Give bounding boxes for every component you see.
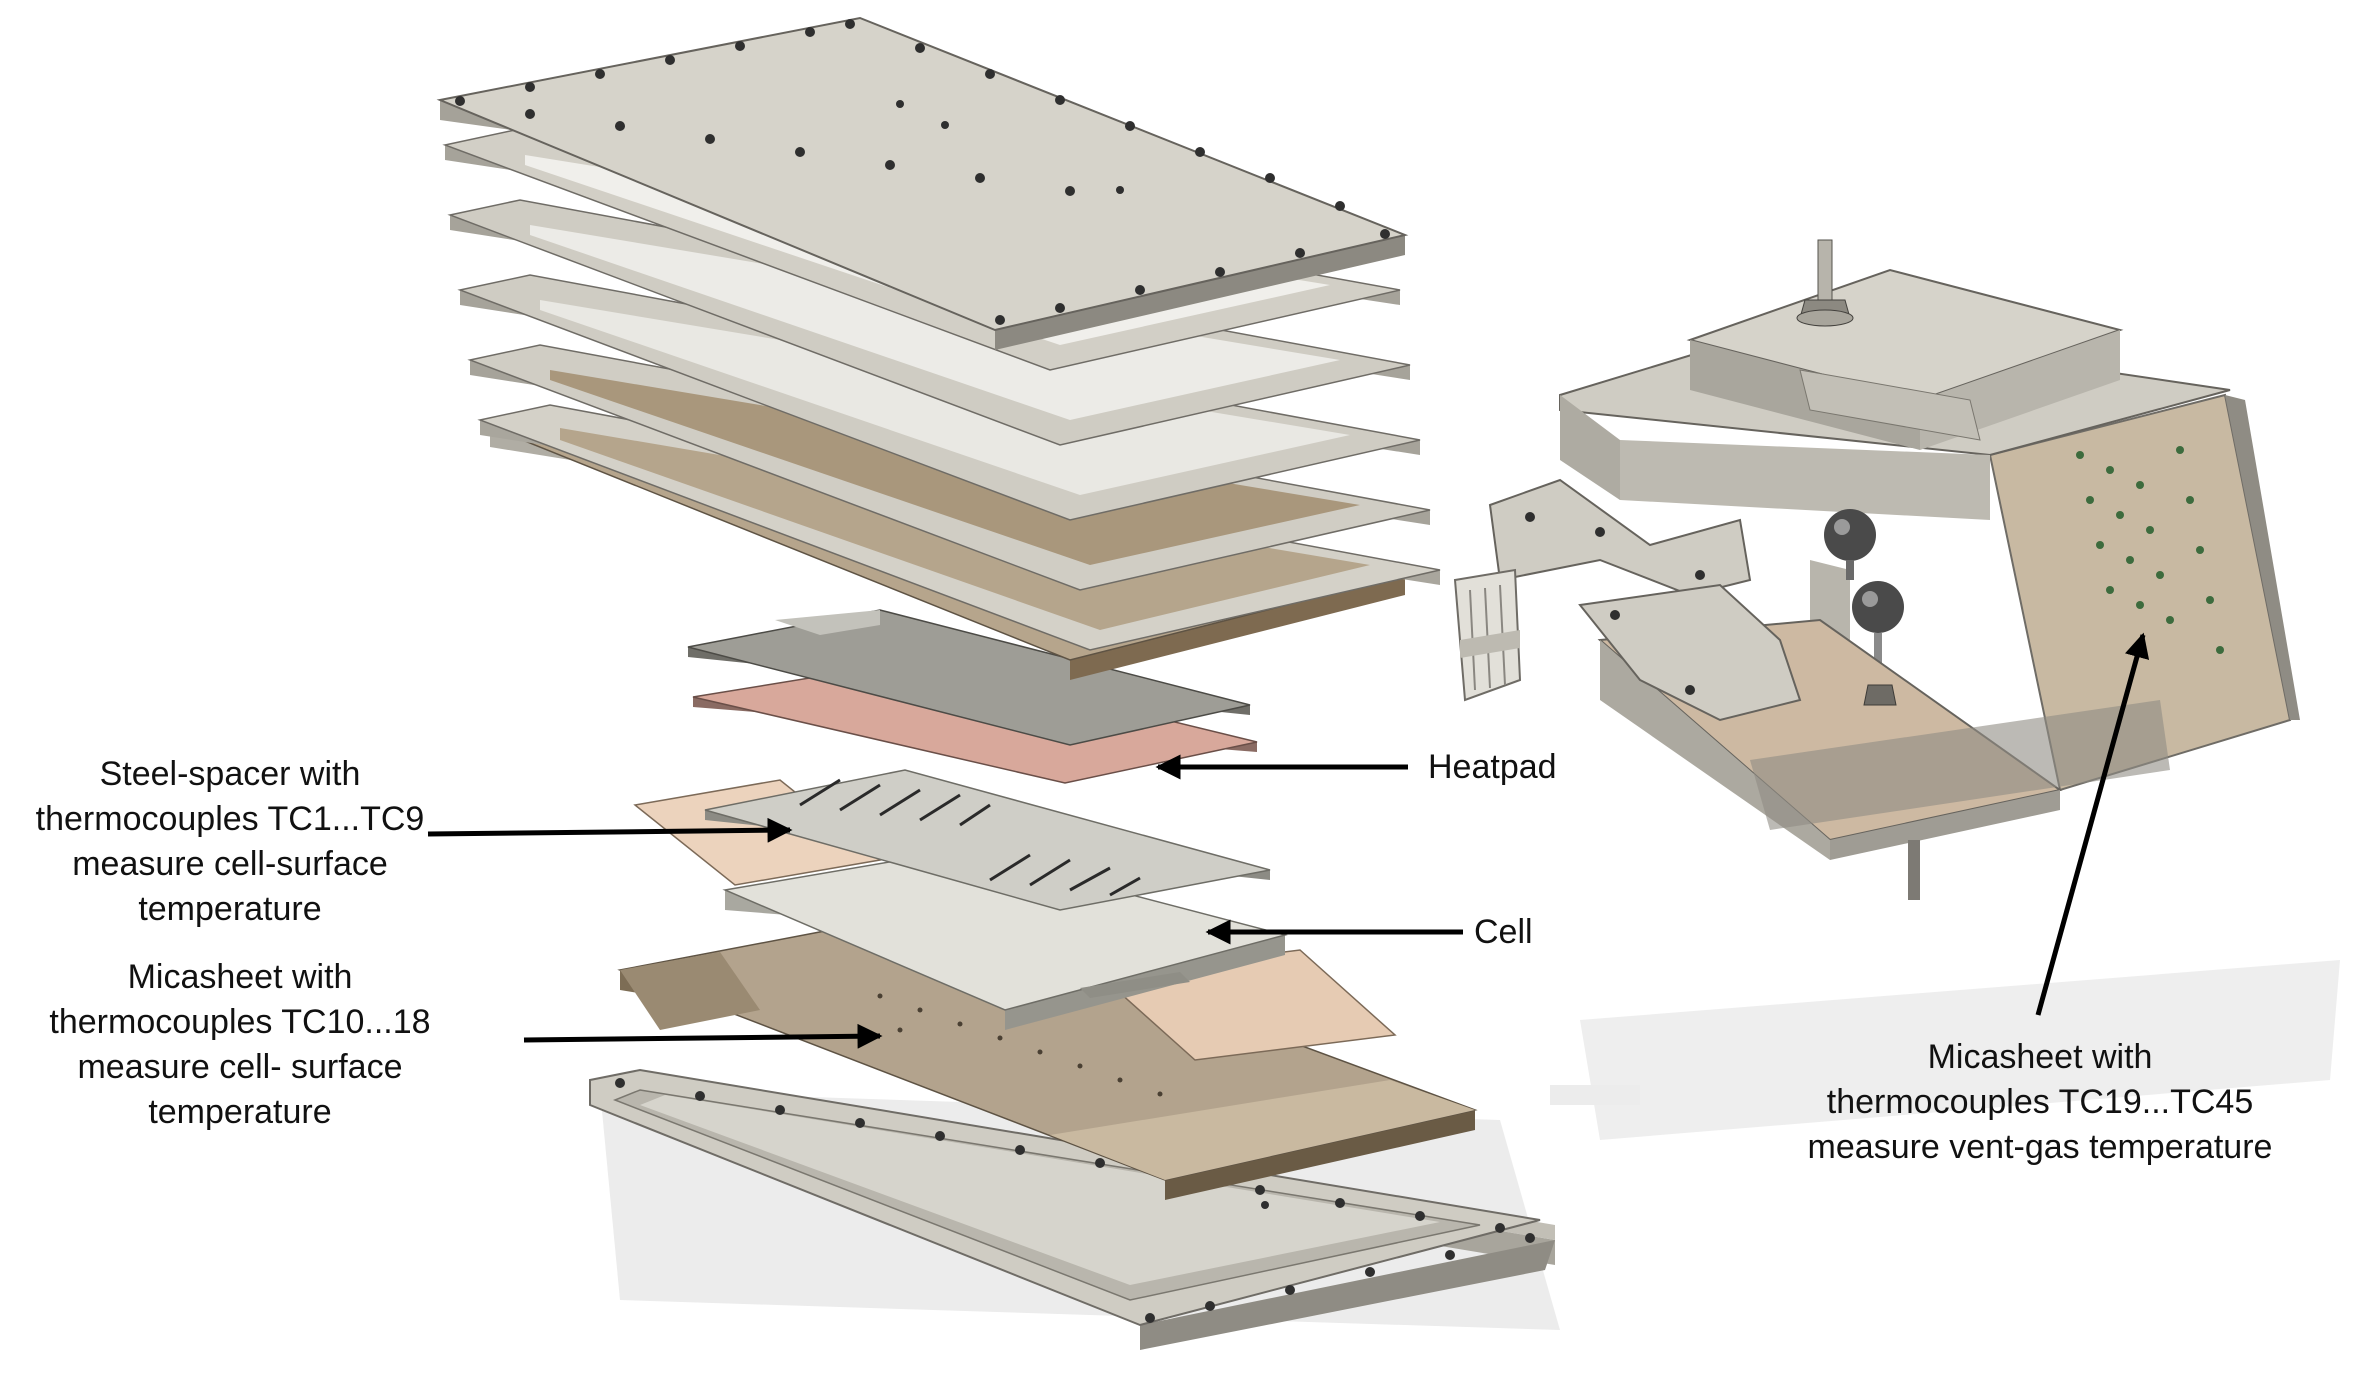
micasheet-vent-line-2: thermocouples TC19...TC45 — [1826, 1083, 2254, 1121]
lid-holes — [455, 19, 1390, 325]
cell-label: Cell — [1474, 910, 1533, 955]
vent-gas-hood — [1453, 239, 2300, 900]
steel-spacer-line-2: thermocouples TC1...TC9 — [35, 800, 425, 838]
micasheet-cell-label: Micasheet with thermocouples TC10...18 m… — [20, 955, 460, 1135]
micasheet-cell-line-4: temperature — [148, 1093, 332, 1131]
micasheet-vent-label: Micasheet with thermocouples TC19...TC45… — [1770, 1035, 2310, 1170]
steel-spacer-label: Steel-spacer with thermocouples TC1...TC… — [10, 752, 450, 932]
steel-plate — [687, 609, 1251, 746]
heatpad-label-text: Heatpad — [1428, 748, 1557, 786]
micasheet-vent-line-3: measure vent-gas temperature — [1807, 1128, 2273, 1166]
thermocouple-wires — [799, 778, 1141, 897]
steel-spacer-line-1: Steel-spacer with — [99, 755, 361, 793]
bottom-housing-frame — [589, 1068, 1555, 1350]
micasheet-cell-line-3: measure cell- surface — [77, 1048, 403, 1086]
micasheet-vent-line-1: Micasheet with — [1927, 1038, 2153, 1076]
upper-frame-stack — [442, 129, 1441, 680]
cell — [722, 849, 1288, 1030]
steel-spacer-line-3: measure cell-surface — [72, 845, 388, 883]
micasheet-cell-arrow — [523, 1023, 883, 1049]
micasheet-cell-line-2: thermocouples TC10...18 — [49, 1003, 431, 1041]
steel-spacer-arrow — [427, 817, 793, 843]
micasheet-vent-arrow — [2035, 632, 2150, 1016]
heatpad-label: Heatpad — [1428, 745, 1557, 790]
vent-mica-holes — [2076, 446, 2224, 654]
micasheet-cell-bottom — [617, 909, 1478, 1200]
callout-arrows — [427, 632, 2150, 1049]
thermocouple-dots — [877, 993, 1163, 1097]
top-lid — [436, 16, 1409, 350]
steel-spacer-line-4: temperature — [138, 890, 322, 928]
micasheet-cell-line-1: Micasheet with — [127, 958, 353, 996]
cell-label-text: Cell — [1474, 913, 1533, 951]
